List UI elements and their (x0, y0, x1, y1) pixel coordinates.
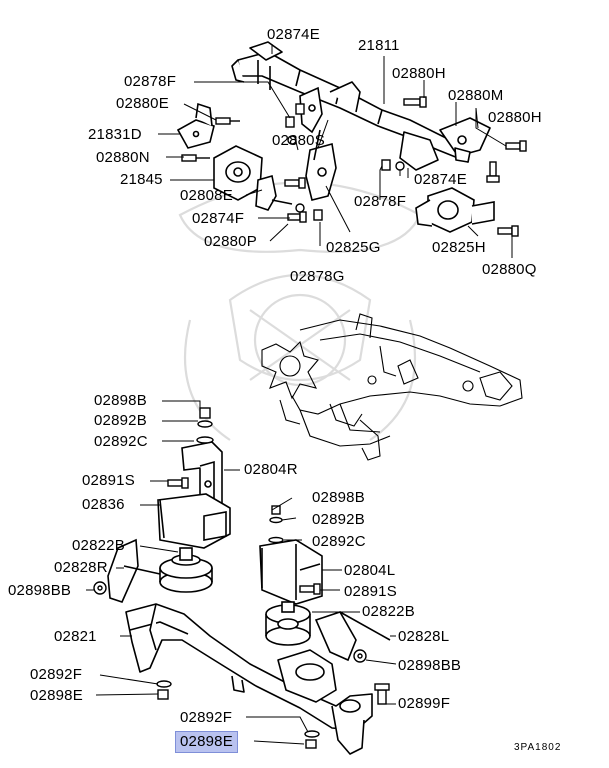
label-02825G[interactable]: 02825G (326, 239, 381, 256)
label-02822B-right[interactable]: 02822B (362, 603, 415, 620)
label-02874E-top[interactable]: 02874E (267, 26, 320, 43)
label-02892C-left[interactable]: 02892C (94, 433, 148, 450)
label-02880H-right[interactable]: 02880H (488, 109, 542, 126)
label-02880P[interactable]: 02880P (204, 233, 257, 250)
label-02898BB-right[interactable]: 02898BB (398, 657, 462, 674)
label-02828L[interactable]: 02828L (398, 628, 450, 645)
bracket-21831D (176, 102, 215, 149)
label-02878F-top[interactable]: 02878F (124, 73, 177, 90)
label-02892C-right[interactable]: 02892C (312, 533, 366, 550)
label-02892F-left[interactable]: 02892F (30, 666, 83, 683)
label-02878G[interactable]: 02878G (290, 268, 345, 285)
label-02808E[interactable]: 02808E (180, 187, 233, 204)
label-21845[interactable]: 21845 (120, 171, 163, 188)
crossmember-02821 (125, 603, 373, 755)
mount-02825H (415, 187, 495, 233)
label-02880H-top[interactable]: 02880H (392, 65, 446, 82)
mount-21845 (213, 145, 263, 201)
bracket-02828R (107, 538, 161, 603)
label-02880S[interactable]: 02880S (272, 132, 325, 149)
label-02828R[interactable]: 02828R (54, 559, 108, 576)
label-02878F-mid[interactable]: 02878F (354, 193, 407, 210)
label-02880N[interactable]: 02880N (96, 149, 150, 166)
label-02898E-left[interactable]: 02898E (30, 687, 83, 704)
label-21811[interactable]: 21811 (358, 37, 400, 54)
label-02836[interactable]: 02836 (82, 496, 125, 513)
label-02804R[interactable]: 02804R (244, 461, 298, 478)
label-02898E-selected[interactable]: 02898E (175, 731, 238, 753)
mount-02822B-left (159, 547, 213, 593)
label-02899F[interactable]: 02899F (398, 695, 451, 712)
fasteners-upper (181, 96, 527, 237)
label-02874E-right[interactable]: 02874E (414, 171, 467, 188)
label-02880M[interactable]: 02880M (448, 87, 504, 104)
insulator-02836 (157, 493, 231, 549)
label-02874F[interactable]: 02874F (192, 210, 245, 227)
leader-lines (86, 44, 513, 745)
label-02892F-bottom[interactable]: 02892F (180, 709, 233, 726)
label-02898B-right[interactable]: 02898B (312, 489, 365, 506)
label-02822B-left[interactable]: 02822B (72, 537, 125, 554)
label-21831D[interactable]: 21831D (88, 126, 142, 143)
diagram-code: 3PA1802 (514, 742, 562, 753)
label-02804L[interactable]: 02804L (344, 562, 396, 579)
bracket-02808E (255, 174, 293, 211)
bracket-upper-center (299, 86, 337, 201)
label-02891S-right[interactable]: 02891S (344, 583, 397, 600)
fasteners-lower (93, 407, 390, 749)
label-02880Q[interactable]: 02880Q (482, 261, 537, 278)
engine-outline (261, 313, 523, 461)
label-02880E-top[interactable]: 02880E (116, 95, 169, 112)
label-02898BB-left[interactable]: 02898BB (8, 582, 72, 599)
label-02821[interactable]: 02821 (54, 628, 97, 645)
crossmember-upper (231, 41, 491, 171)
label-02825H[interactable]: 02825H (432, 239, 486, 256)
label-02892B-left[interactable]: 02892B (94, 412, 147, 429)
label-02898B-left[interactable]: 02898B (94, 392, 147, 409)
mount-02822B-right (265, 601, 311, 646)
bracket-02828L (314, 611, 391, 662)
label-02892B-right[interactable]: 02892B (312, 511, 365, 528)
label-02891S-left[interactable]: 02891S (82, 472, 135, 489)
